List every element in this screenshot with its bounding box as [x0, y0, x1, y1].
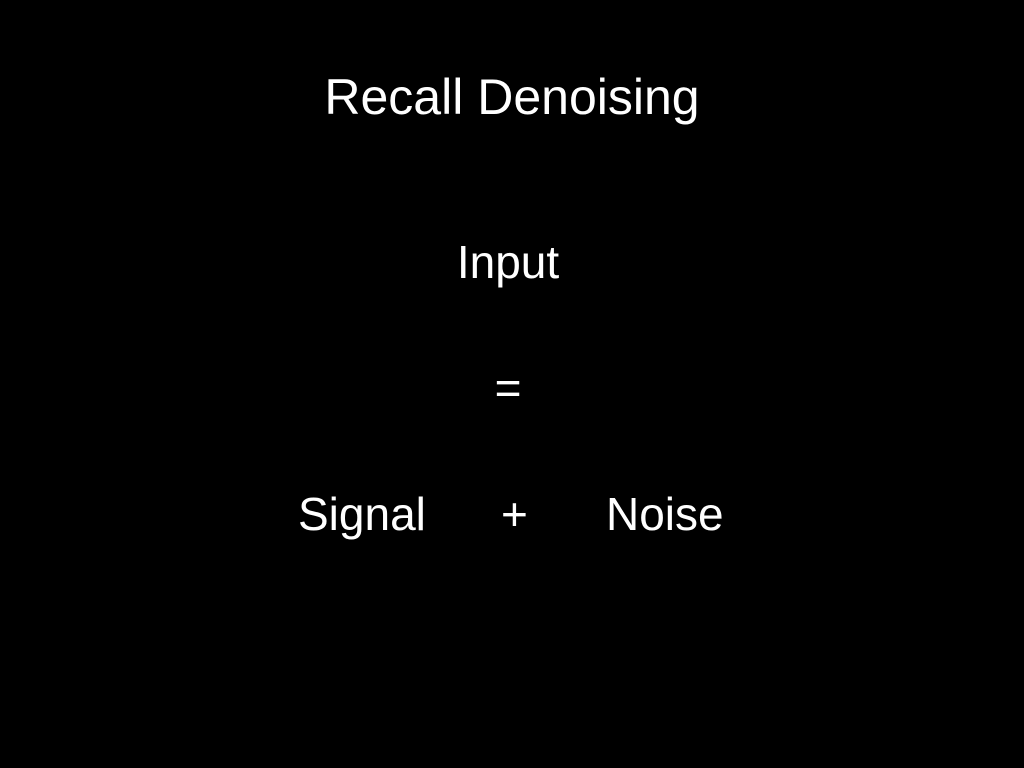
signal-plus-noise-equation: Signal + Noise	[0, 484, 1024, 548]
plus-operator: +	[501, 488, 528, 540]
equals-sign: =	[494, 362, 522, 414]
input-text: Input	[456, 236, 560, 288]
signal-term: Signal	[298, 488, 426, 540]
slide-title: Recall Denoising	[324, 69, 700, 125]
noise-term: Noise	[606, 488, 724, 540]
